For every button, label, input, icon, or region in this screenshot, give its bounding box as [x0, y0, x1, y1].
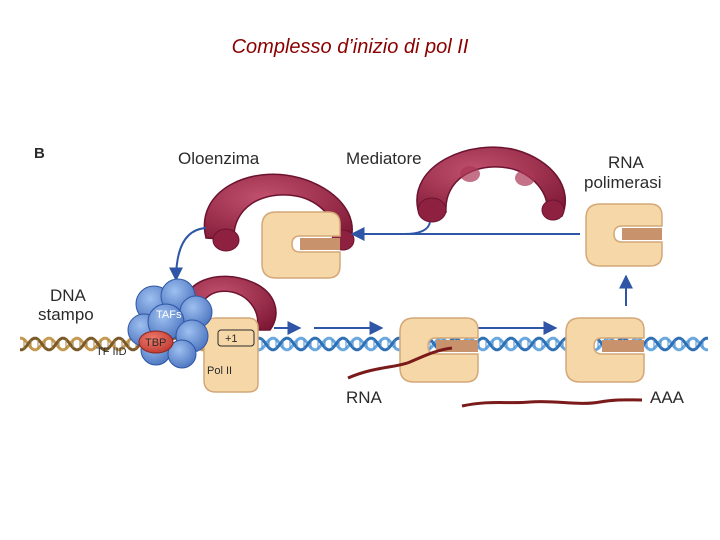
initiation-complex	[127, 275, 277, 393]
released-mrna	[461, 398, 643, 408]
label-dna: DNA	[50, 286, 87, 305]
label-tf-iid: TF IID	[96, 346, 127, 358]
label-stampo: stampo	[38, 305, 94, 324]
tbp-protein	[138, 330, 174, 354]
label-rna: RNA	[608, 153, 645, 172]
arrow-holoenzyme-to-promoter	[169, 227, 207, 282]
page-title: Complesso d’inizio di pol II	[231, 36, 469, 58]
complex-mediator	[182, 275, 277, 331]
complex-pol-ii	[203, 317, 259, 393]
holoenzyme-mediator	[203, 173, 355, 252]
elongating-polymerase-2	[565, 317, 645, 383]
free-rna-polymerase	[585, 203, 663, 267]
nascent-rna	[347, 346, 453, 380]
label-pol-ii: Pol II	[207, 365, 232, 377]
arrow-mediator-join	[403, 221, 431, 235]
free-mediator	[416, 146, 567, 223]
label-tbp: TBP	[145, 337, 166, 349]
label-mediatore: Mediatore	[346, 149, 422, 168]
label-oloenzima: Oloenzima	[178, 149, 260, 168]
label-aaa: AAA	[650, 388, 685, 407]
label-plus-one: +1	[225, 333, 238, 345]
panel-label: B	[34, 145, 45, 162]
label-rna-transcript: RNA	[346, 388, 383, 407]
label-polimerasi: polimerasi	[584, 173, 661, 192]
holoenzyme-polymerase	[261, 211, 341, 279]
label-tafs: TAFs	[156, 309, 182, 321]
